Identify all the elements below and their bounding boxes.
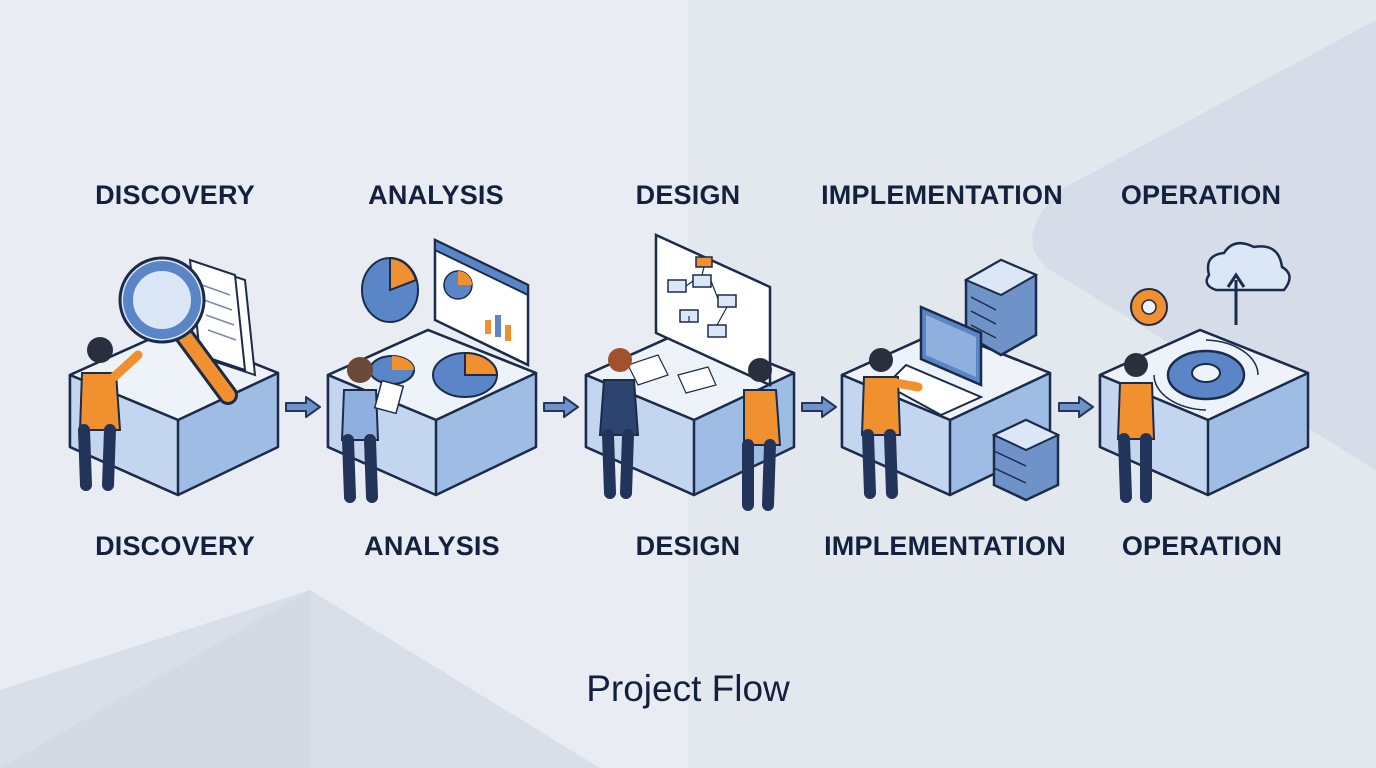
stage-analysis bbox=[310, 225, 580, 525]
stage-label-bottom-discovery: DISCOVERY bbox=[95, 531, 255, 561]
gears-cloud-icon bbox=[1098, 241, 1310, 503]
stage-label-bottom-operation: OPERATION bbox=[1121, 531, 1283, 561]
stage-label-top-design: DESIGN bbox=[635, 180, 741, 210]
stage-label-top-operation: OPERATION bbox=[1120, 180, 1282, 210]
stage-label-bottom-implementation: IMPLEMENTATION bbox=[824, 531, 1066, 561]
flow-arrow-2-icon bbox=[543, 396, 579, 418]
flow-arrow-3-icon bbox=[801, 396, 837, 418]
stage-label-top-implementation: IMPLEMENTATION bbox=[821, 180, 1063, 210]
stage-discovery bbox=[50, 225, 320, 525]
stage-label-top-discovery: DISCOVERY bbox=[95, 180, 255, 210]
flow-arrow-4-icon bbox=[1058, 396, 1094, 418]
stage-label-bottom-analysis: ANALYSIS bbox=[364, 531, 500, 561]
magnifier-documents-icon bbox=[68, 256, 280, 497]
flow-arrow-1-icon bbox=[285, 396, 321, 418]
stage-implementation bbox=[826, 225, 1096, 525]
flowchart-board-icon bbox=[584, 233, 796, 511]
diagram-title: Project Flow bbox=[586, 668, 790, 709]
stage-label-top-analysis: ANALYSIS bbox=[368, 180, 504, 210]
stage-design bbox=[568, 225, 838, 525]
laptop-servers-icon bbox=[840, 258, 1061, 502]
stage-operation bbox=[1084, 225, 1354, 525]
stage-label-bottom-design: DESIGN bbox=[635, 531, 741, 561]
charts-dashboard-icon bbox=[326, 238, 538, 503]
